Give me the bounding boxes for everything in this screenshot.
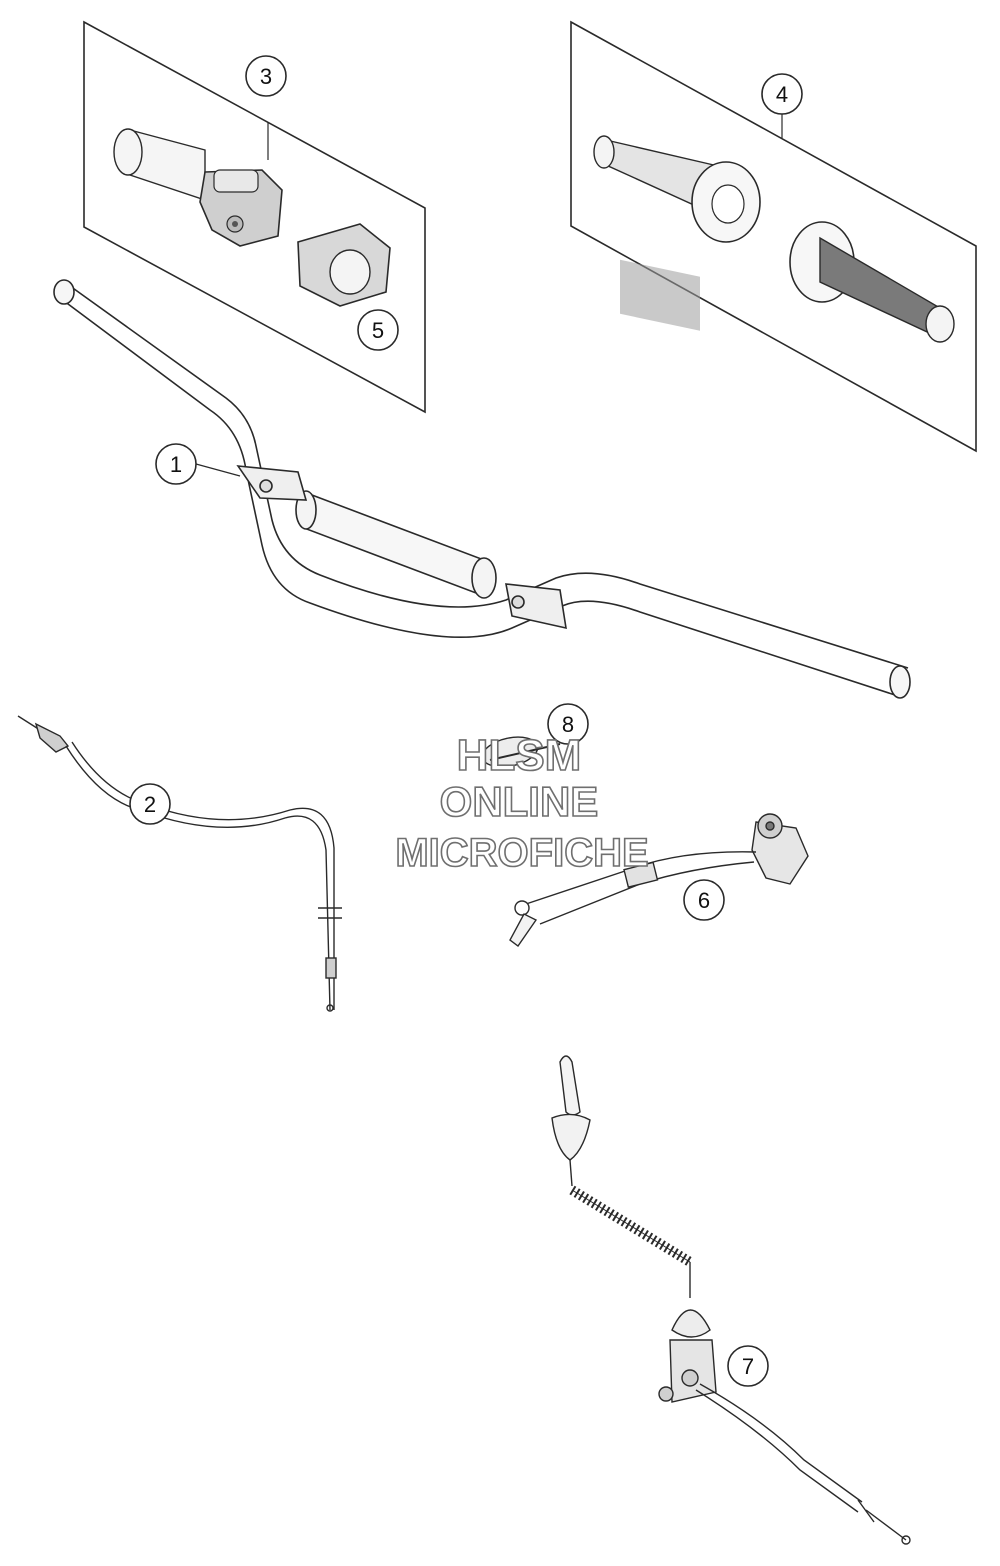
callout-3: 3 — [245, 55, 287, 97]
svg-text:7: 7 — [742, 1354, 754, 1379]
svg-text:1: 1 — [170, 452, 182, 477]
watermark: HLSM ONLINE MICROFICHE — [395, 730, 650, 876]
svg-text:ONLINE: ONLINE — [440, 778, 599, 825]
clip-part — [481, 736, 561, 768]
panel-grips — [570, 20, 977, 453]
throttle-cable — [17, 715, 342, 1012]
panel-throttle-assembly — [83, 20, 426, 414]
lanyard-kill-switch — [551, 1055, 911, 1545]
callout-2: 2 — [129, 783, 171, 825]
svg-text:2: 2 — [144, 792, 156, 817]
callout-1: 1 — [155, 443, 241, 485]
callout-8: 8 — [547, 703, 589, 745]
callout-4: 4 — [761, 73, 803, 115]
kill-switch — [509, 813, 809, 947]
svg-text:4: 4 — [776, 82, 788, 107]
callout-7: 7 — [727, 1345, 769, 1387]
svg-text:HLSM: HLSM — [457, 731, 582, 780]
callout-5: 5 — [357, 309, 399, 351]
svg-text:3: 3 — [260, 64, 272, 89]
svg-text:MICROFICHE: MICROFICHE — [395, 831, 648, 875]
handlebar — [53, 279, 911, 699]
svg-text:6: 6 — [698, 888, 710, 913]
svg-text:5: 5 — [372, 318, 384, 343]
callout-6: 6 — [683, 879, 725, 921]
svg-text:8: 8 — [562, 712, 574, 737]
